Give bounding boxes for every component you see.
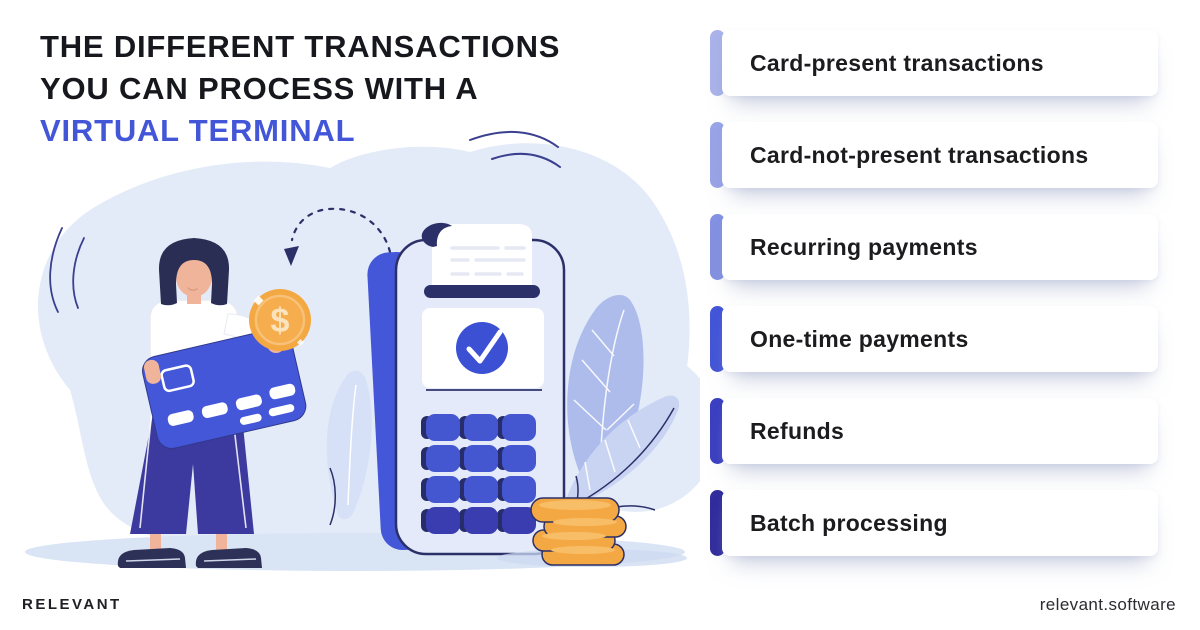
list-item-label: Card-present transactions [722,30,1158,96]
page-title: THE DIFFERENT TRANSACTIONS YOU CAN PROCE… [40,26,690,152]
title-line-2: YOU CAN PROCESS WITH A [40,71,479,106]
list-item-label: Card-not-present transactions [722,122,1158,188]
person-face [176,257,212,297]
terminal-keypad [421,414,536,534]
leaf-left-icon [326,370,372,526]
transaction-type-list: Card-present transactions Card-not-prese… [710,30,1158,582]
svg-text:$: $ [271,302,290,340]
person-shoes [117,548,262,568]
list-item-recurring-payments: Recurring payments [710,214,1158,280]
card-chip-icon [160,364,195,393]
payment-terminal [367,222,566,556]
brand-logo: RELEVANT [22,596,122,613]
motion-lines-right-icon [469,130,561,168]
coin-stack-icon [497,497,687,567]
virtual-terminal-illustration: $ [25,130,700,571]
list-item-batch-processing: Batch processing [710,490,1158,556]
accent-bar [710,30,725,96]
person-hand-left [143,359,162,384]
motion-lines-left-icon [49,227,85,313]
list-item-label: One-time payments [722,306,1158,372]
accent-bar [710,490,725,556]
list-item-card-present: Card-present transactions [710,30,1158,96]
person-hair [158,238,230,306]
list-item-one-time-payments: One-time payments [710,306,1158,372]
person-illustration [117,238,307,568]
list-item-label: Recurring payments [722,214,1158,280]
accent-bar [710,214,725,280]
dashed-arrow-icon [284,207,392,266]
checkmark-icon [466,329,503,364]
list-item-label: Batch processing [722,490,1158,556]
terminal-screen [422,308,544,391]
list-item-card-not-present: Card-not-present transactions [710,122,1158,188]
title-line-3-accent: VIRTUAL TERMINAL [40,113,356,148]
dollar-coin-icon: $ [249,289,311,351]
credit-card [142,328,307,449]
website-url: relevant.software [1039,595,1176,614]
list-item-label: Refunds [722,398,1158,464]
accent-bar [710,306,725,372]
accent-bar [710,398,725,464]
accent-bar [710,122,725,188]
list-item-refunds: Refunds [710,398,1158,464]
title-line-1: THE DIFFERENT TRANSACTIONS [40,29,561,64]
receipt [421,222,540,298]
receipt-slot [424,285,540,298]
